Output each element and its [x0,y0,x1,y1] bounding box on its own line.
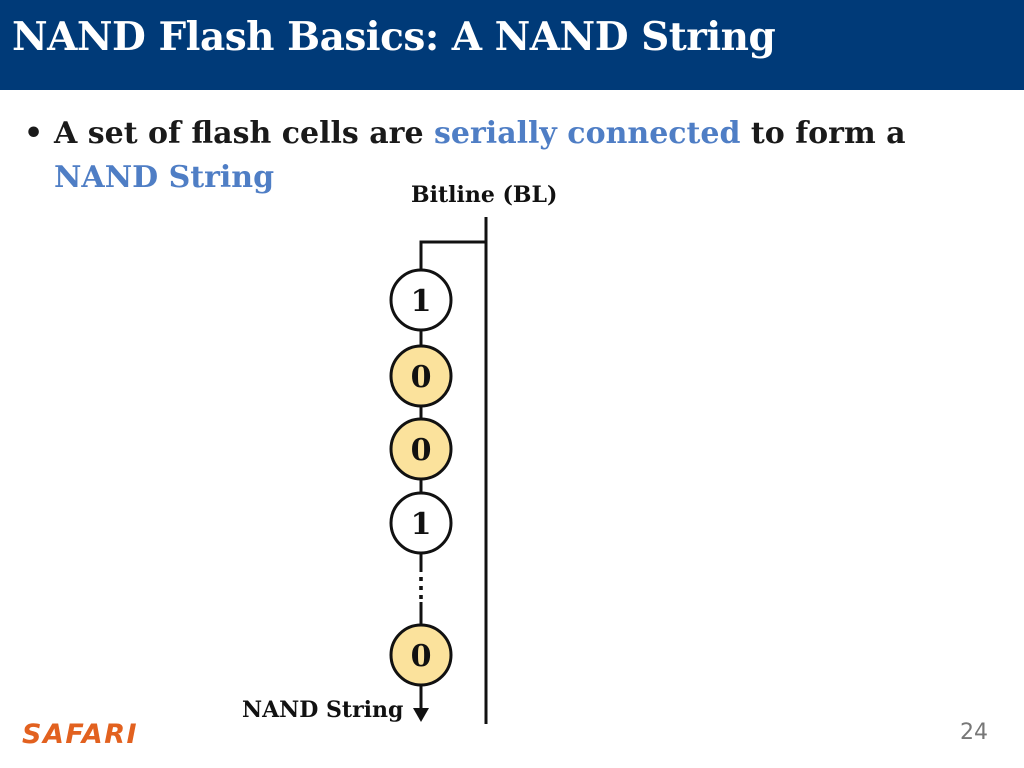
down-arrow-icon [413,708,429,722]
flash-cell-value: 0 [411,433,432,468]
flash-cell: 1 [389,268,453,332]
bullet-dot: • [24,116,44,151]
flash-cell-value: 1 [411,507,432,542]
flash-cell-circle [389,268,453,332]
flash-cells: 1 0 0 1 0 [389,268,453,687]
flash-cell-circle [389,491,453,555]
flash-cell: 0 [389,344,453,408]
flash-cell-value: 0 [411,639,432,674]
bullet-highlight-serially-connected: serially connected [434,116,741,151]
title-bar: NAND Flash Basics: A NAND String [0,0,1024,90]
safari-logo: SAFARI [22,719,139,750]
flash-cell-value: 0 [411,360,432,395]
page-number: 24 [960,720,988,745]
bullet-text-mid: to form a [740,116,906,151]
flash-cell-circle [389,417,453,481]
flash-cell: 1 [389,491,453,555]
flash-cell-value: 1 [411,284,432,319]
flash-cell: 0 [389,623,453,687]
flash-cell: 0 [389,417,453,481]
bullet-highlight-nand-string: NAND String [54,160,275,195]
flash-cell-circle [389,623,453,687]
bullet-text: A set of flash cells are serially connec… [54,112,984,200]
bitline-connector [419,240,486,270]
ellipsis: ⋮ [408,573,434,603]
bitline-label: Bitline (BL) [411,182,558,208]
bullet-text-pre: A set of flash cells are [54,116,435,151]
flash-cell-circle [389,344,453,408]
slide-title: NAND Flash Basics: A NAND String [12,14,776,60]
nand-string-label: NAND String [242,697,404,723]
